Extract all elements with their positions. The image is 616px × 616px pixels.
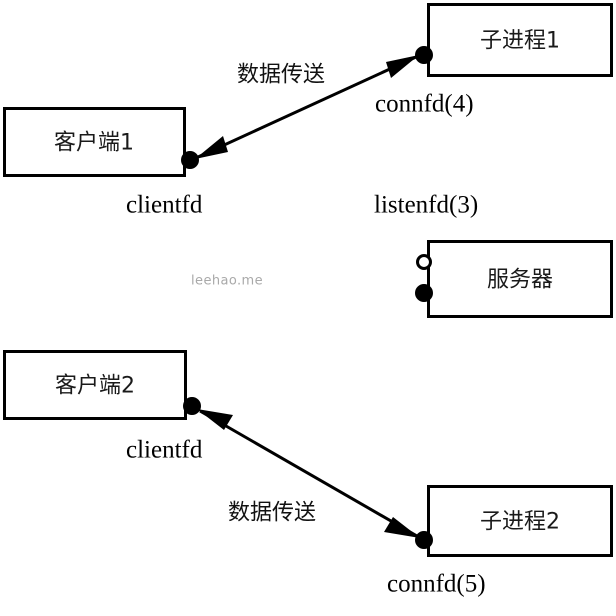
port-connfd-dot-child2[interactable] <box>415 531 433 549</box>
arrow-head-end <box>384 517 420 538</box>
arrow-head-end <box>386 55 419 78</box>
node-label: 子进程1 <box>480 29 560 54</box>
node-box <box>427 3 613 77</box>
node-box <box>427 485 613 557</box>
arrow-head-start <box>195 136 228 159</box>
edge-line <box>199 409 418 538</box>
edge-client1-child1[interactable] <box>195 55 419 159</box>
port-clientfd-dot-client1[interactable] <box>181 151 199 169</box>
node-child1[interactable]: 子进程1 <box>427 3 613 77</box>
edge-line <box>197 55 417 159</box>
fd-label-clientfd-client2: clientfd <box>126 437 203 464</box>
node-label: 客户端1 <box>54 131 134 156</box>
edge-label-data-transfer-bottom: 数据传送 <box>228 501 316 526</box>
fd-label-listenfd-3: listenfd(3) <box>374 192 478 219</box>
node-box <box>3 350 187 420</box>
fd-label-clientfd-client1: clientfd <box>126 192 203 219</box>
node-child2[interactable]: 子进程2 <box>427 485 613 557</box>
node-label: 服务器 <box>487 268 553 293</box>
node-client1[interactable]: 客户端1 <box>3 107 186 177</box>
watermark: leehao.me <box>191 274 263 289</box>
node-label: 客户端2 <box>55 374 135 399</box>
port-clientfd-dot-client2[interactable] <box>183 397 201 415</box>
fd-label-connfd-5: connfd(5) <box>387 571 486 598</box>
edge-client2-child2[interactable] <box>197 409 420 538</box>
arrow-head-start <box>197 409 233 430</box>
edge-label-data-transfer-top: 数据传送 <box>237 63 325 88</box>
port-listenfd-circle-server[interactable] <box>416 254 432 270</box>
fd-label-connfd-4: connfd(4) <box>375 91 474 118</box>
port-connfd-dot-child1[interactable] <box>415 46 433 64</box>
node-client2[interactable]: 客户端2 <box>3 350 187 420</box>
node-box <box>427 240 613 318</box>
node-server[interactable]: 服务器 <box>427 240 613 318</box>
node-box <box>3 107 186 177</box>
port-connfd-dot-server[interactable] <box>415 284 433 302</box>
node-label: 子进程2 <box>480 510 560 535</box>
